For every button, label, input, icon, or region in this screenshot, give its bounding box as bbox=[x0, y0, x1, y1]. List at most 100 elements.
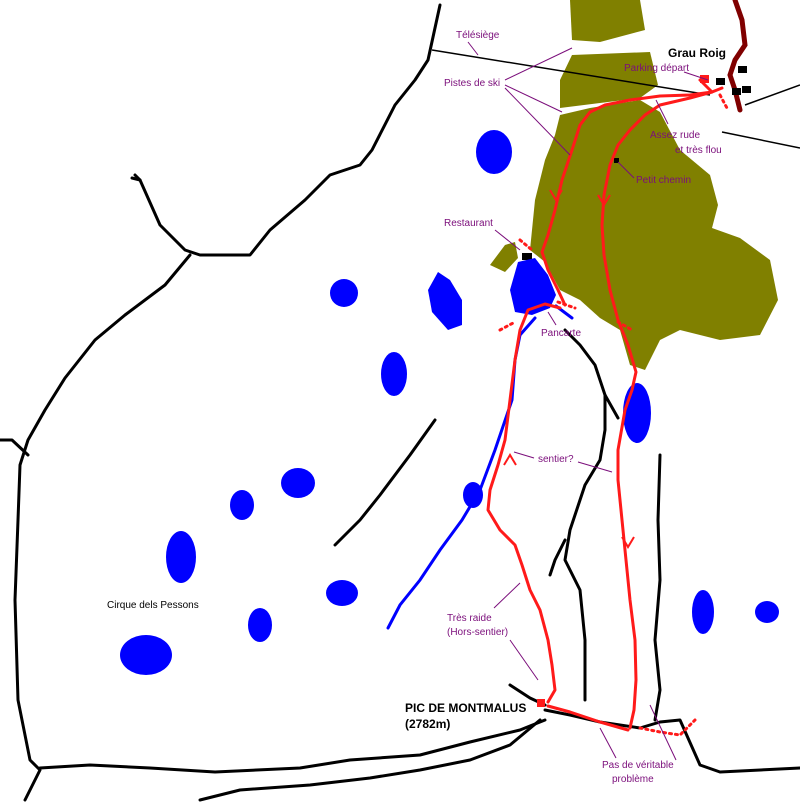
lake bbox=[428, 272, 462, 330]
label-pistes-de-ski: Pistes de ski bbox=[444, 78, 500, 89]
label-sentier: sentier? bbox=[538, 454, 574, 465]
ridge-summit-east bbox=[543, 708, 800, 774]
lake bbox=[755, 601, 779, 623]
ridge-south-inner bbox=[198, 718, 542, 802]
arrow-down-icon bbox=[597, 194, 611, 207]
ridge-mid-diagonal bbox=[333, 418, 437, 547]
lake bbox=[381, 352, 407, 396]
label-pancarte: Pancarte bbox=[541, 328, 581, 339]
lake bbox=[463, 482, 483, 508]
route-ascent-east bbox=[600, 90, 714, 730]
pointer-sentier-east bbox=[577, 461, 613, 473]
route-dotted-summit-east bbox=[638, 718, 697, 737]
forest-top-strip bbox=[570, 0, 645, 42]
ridge-north-branch bbox=[130, 176, 142, 182]
route-loop-west bbox=[486, 302, 562, 704]
ridge-north bbox=[133, 3, 442, 257]
label-cirque-dels-pessons: Cirque dels Pessons bbox=[107, 600, 199, 611]
arrow-down-icon bbox=[549, 189, 563, 202]
building-icon bbox=[716, 78, 725, 85]
lake bbox=[692, 590, 714, 634]
arrow-down-icon bbox=[621, 536, 635, 549]
summit-marker bbox=[537, 699, 545, 707]
lake bbox=[281, 468, 315, 498]
lake bbox=[120, 635, 172, 675]
building-icon bbox=[732, 88, 741, 95]
stream bbox=[386, 304, 574, 630]
pointer-telesiege bbox=[467, 41, 479, 56]
pointer-petit-chemin bbox=[617, 161, 635, 179]
forest-upper-band bbox=[560, 52, 658, 108]
label-tres-raide-1: Très raide bbox=[447, 613, 492, 624]
forest-areas bbox=[490, 0, 778, 370]
route-dotted-forest-exit bbox=[616, 320, 634, 332]
route-parking-spur bbox=[698, 78, 724, 94]
pointer-tres-raide-down bbox=[509, 639, 539, 681]
label-assez-rude-1: Assez rude bbox=[650, 130, 700, 141]
route-dotted-pancarte-east bbox=[556, 300, 577, 310]
route-dotted-parking bbox=[718, 93, 730, 112]
label-tres-raide-2: (Hors-sentier) bbox=[447, 627, 508, 638]
hiking-routes bbox=[486, 75, 730, 737]
lift-line-east-1 bbox=[744, 84, 800, 106]
telesiege-line bbox=[431, 49, 711, 96]
forest-main bbox=[530, 100, 778, 370]
label-pas-1: Pas de véritable bbox=[602, 760, 674, 771]
label-pas-2: problème bbox=[612, 774, 654, 785]
building-icon bbox=[742, 86, 751, 93]
forest-small-patch bbox=[490, 242, 518, 272]
route-dotted-restaurant bbox=[518, 238, 534, 252]
ridge-east-vertical bbox=[653, 453, 662, 722]
label-telesiege: Télésiège bbox=[456, 30, 500, 41]
lake bbox=[248, 608, 272, 642]
label-grau-roig: Grau Roig bbox=[668, 46, 726, 60]
label-pic-altitude: (2782m) bbox=[405, 717, 450, 731]
label-assez-rude-2: et très flou bbox=[675, 145, 722, 156]
label-parking-depart: Parking départ bbox=[624, 63, 689, 74]
building-icon bbox=[738, 66, 747, 73]
buildings bbox=[522, 66, 751, 260]
route-direction-arrows bbox=[503, 189, 635, 549]
lakes bbox=[120, 130, 779, 675]
pointer-pancarte bbox=[547, 311, 557, 326]
lake bbox=[230, 490, 254, 520]
arrow-up-icon bbox=[503, 453, 517, 466]
pointer-restaurant bbox=[494, 229, 521, 251]
pointer-pas-west bbox=[599, 727, 617, 759]
lake bbox=[326, 580, 358, 606]
lake bbox=[623, 383, 651, 443]
pointer-pistes-mid bbox=[504, 84, 563, 113]
pointer-parking bbox=[683, 71, 709, 81]
ridge-central-spur bbox=[603, 393, 620, 420]
pointer-assez-rude bbox=[655, 99, 669, 125]
lake-restaurant bbox=[510, 258, 556, 315]
ridge-south bbox=[38, 718, 547, 774]
route-dotted-pancarte-west bbox=[498, 320, 517, 332]
lake bbox=[476, 130, 512, 174]
ridge-spur-west bbox=[0, 438, 30, 457]
label-restaurant: Restaurant bbox=[444, 218, 493, 229]
ridge-central-2 bbox=[548, 538, 567, 577]
map-labels: Télésiège Pistes de ski Grau Roig Parkin… bbox=[107, 30, 726, 785]
route-summit-east bbox=[546, 704, 630, 732]
lift-lines bbox=[431, 49, 800, 149]
lake bbox=[166, 531, 196, 583]
ridge-west bbox=[13, 253, 192, 802]
pointer-pas-east bbox=[649, 704, 677, 761]
pointer-tres-raide-up bbox=[493, 582, 521, 609]
pointer-sentier-west bbox=[513, 451, 535, 459]
label-petit-chemin: Petit chemin bbox=[636, 175, 691, 186]
lift-line-east-2 bbox=[721, 131, 800, 149]
lake bbox=[330, 279, 358, 307]
route-descent-west bbox=[540, 90, 714, 307]
pointer-pistes-top bbox=[504, 47, 573, 81]
ridge-lines bbox=[0, 3, 800, 802]
hut-icon bbox=[614, 158, 619, 163]
label-pic-name: PIC DE MONTMALUS bbox=[405, 701, 526, 715]
restaurant-building-icon bbox=[522, 253, 532, 260]
annotation-pointers bbox=[467, 41, 709, 761]
ridge-central-1 bbox=[563, 328, 607, 702]
pointer-pistes-low bbox=[504, 87, 571, 156]
